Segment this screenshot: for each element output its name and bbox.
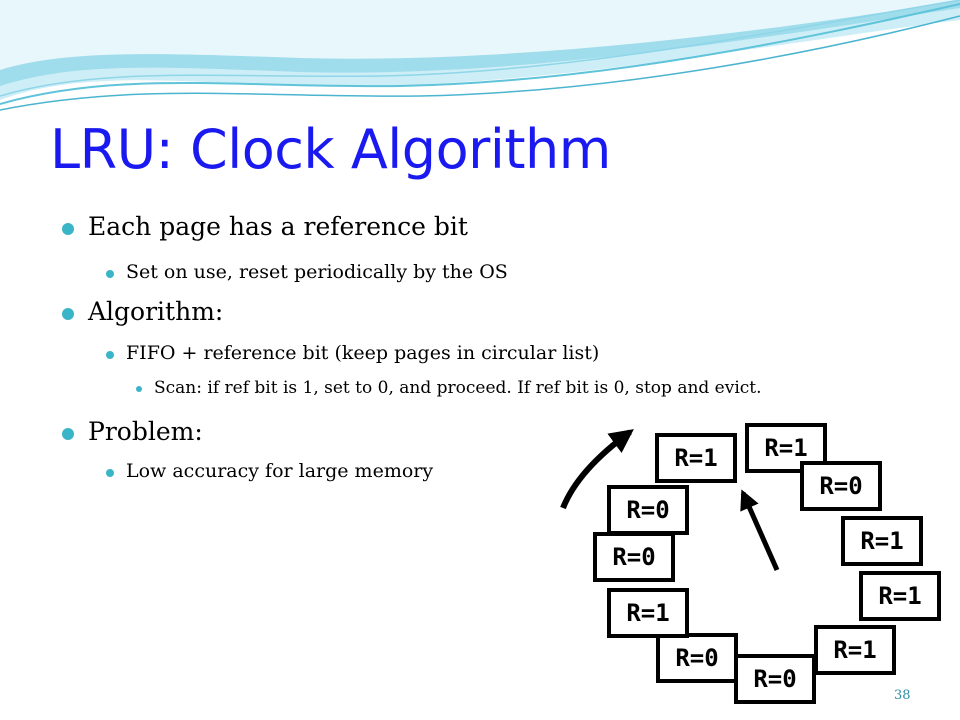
bullet-dot: [106, 351, 114, 359]
bullet-reference-bit: Each page has a reference bit: [62, 212, 468, 241]
bullet-dot: [62, 223, 74, 235]
rotation-direction-arrow: [560, 429, 634, 510]
clock-frame: R=1: [814, 625, 896, 675]
slide-title: LRU: Clock Algorithm: [50, 118, 611, 181]
sub-bullet-set-on-use: Set on use, reset periodically by the OS: [106, 261, 508, 283]
bullet-problem: Problem:: [62, 417, 203, 446]
clock-frame: R=0: [656, 633, 738, 683]
clock-frame: R=1: [859, 571, 941, 621]
clock-frame: R=1: [607, 588, 689, 638]
bullet-algorithm: Algorithm:: [62, 297, 223, 326]
clock-frame: R=0: [800, 461, 882, 511]
bullet-dot: [62, 428, 74, 440]
clock-frame: R=0: [734, 654, 816, 704]
clock-frame: R=1: [655, 433, 737, 483]
bullet-dot: [106, 469, 114, 477]
clock-hand-pointer: [740, 489, 780, 572]
bullet-dot: [106, 270, 114, 278]
header-wave-decoration: [0, 0, 960, 111]
clock-frame: R=0: [607, 485, 689, 535]
sub-sub-bullet-scan: Scan: if ref bit is 1, set to 0, and pro…: [136, 378, 762, 398]
sub-bullet-fifo: FIFO + reference bit (keep pages in circ…: [106, 342, 599, 364]
page-number: 38: [894, 688, 911, 703]
sub-bullet-low-accuracy: Low accuracy for large memory: [106, 460, 433, 482]
bullet-dot: [62, 308, 74, 320]
clock-frame: R=0: [593, 532, 675, 582]
clock-frame: R=1: [745, 423, 827, 473]
clock-frame: R=1: [841, 516, 923, 566]
bullet-dot: [136, 386, 142, 392]
